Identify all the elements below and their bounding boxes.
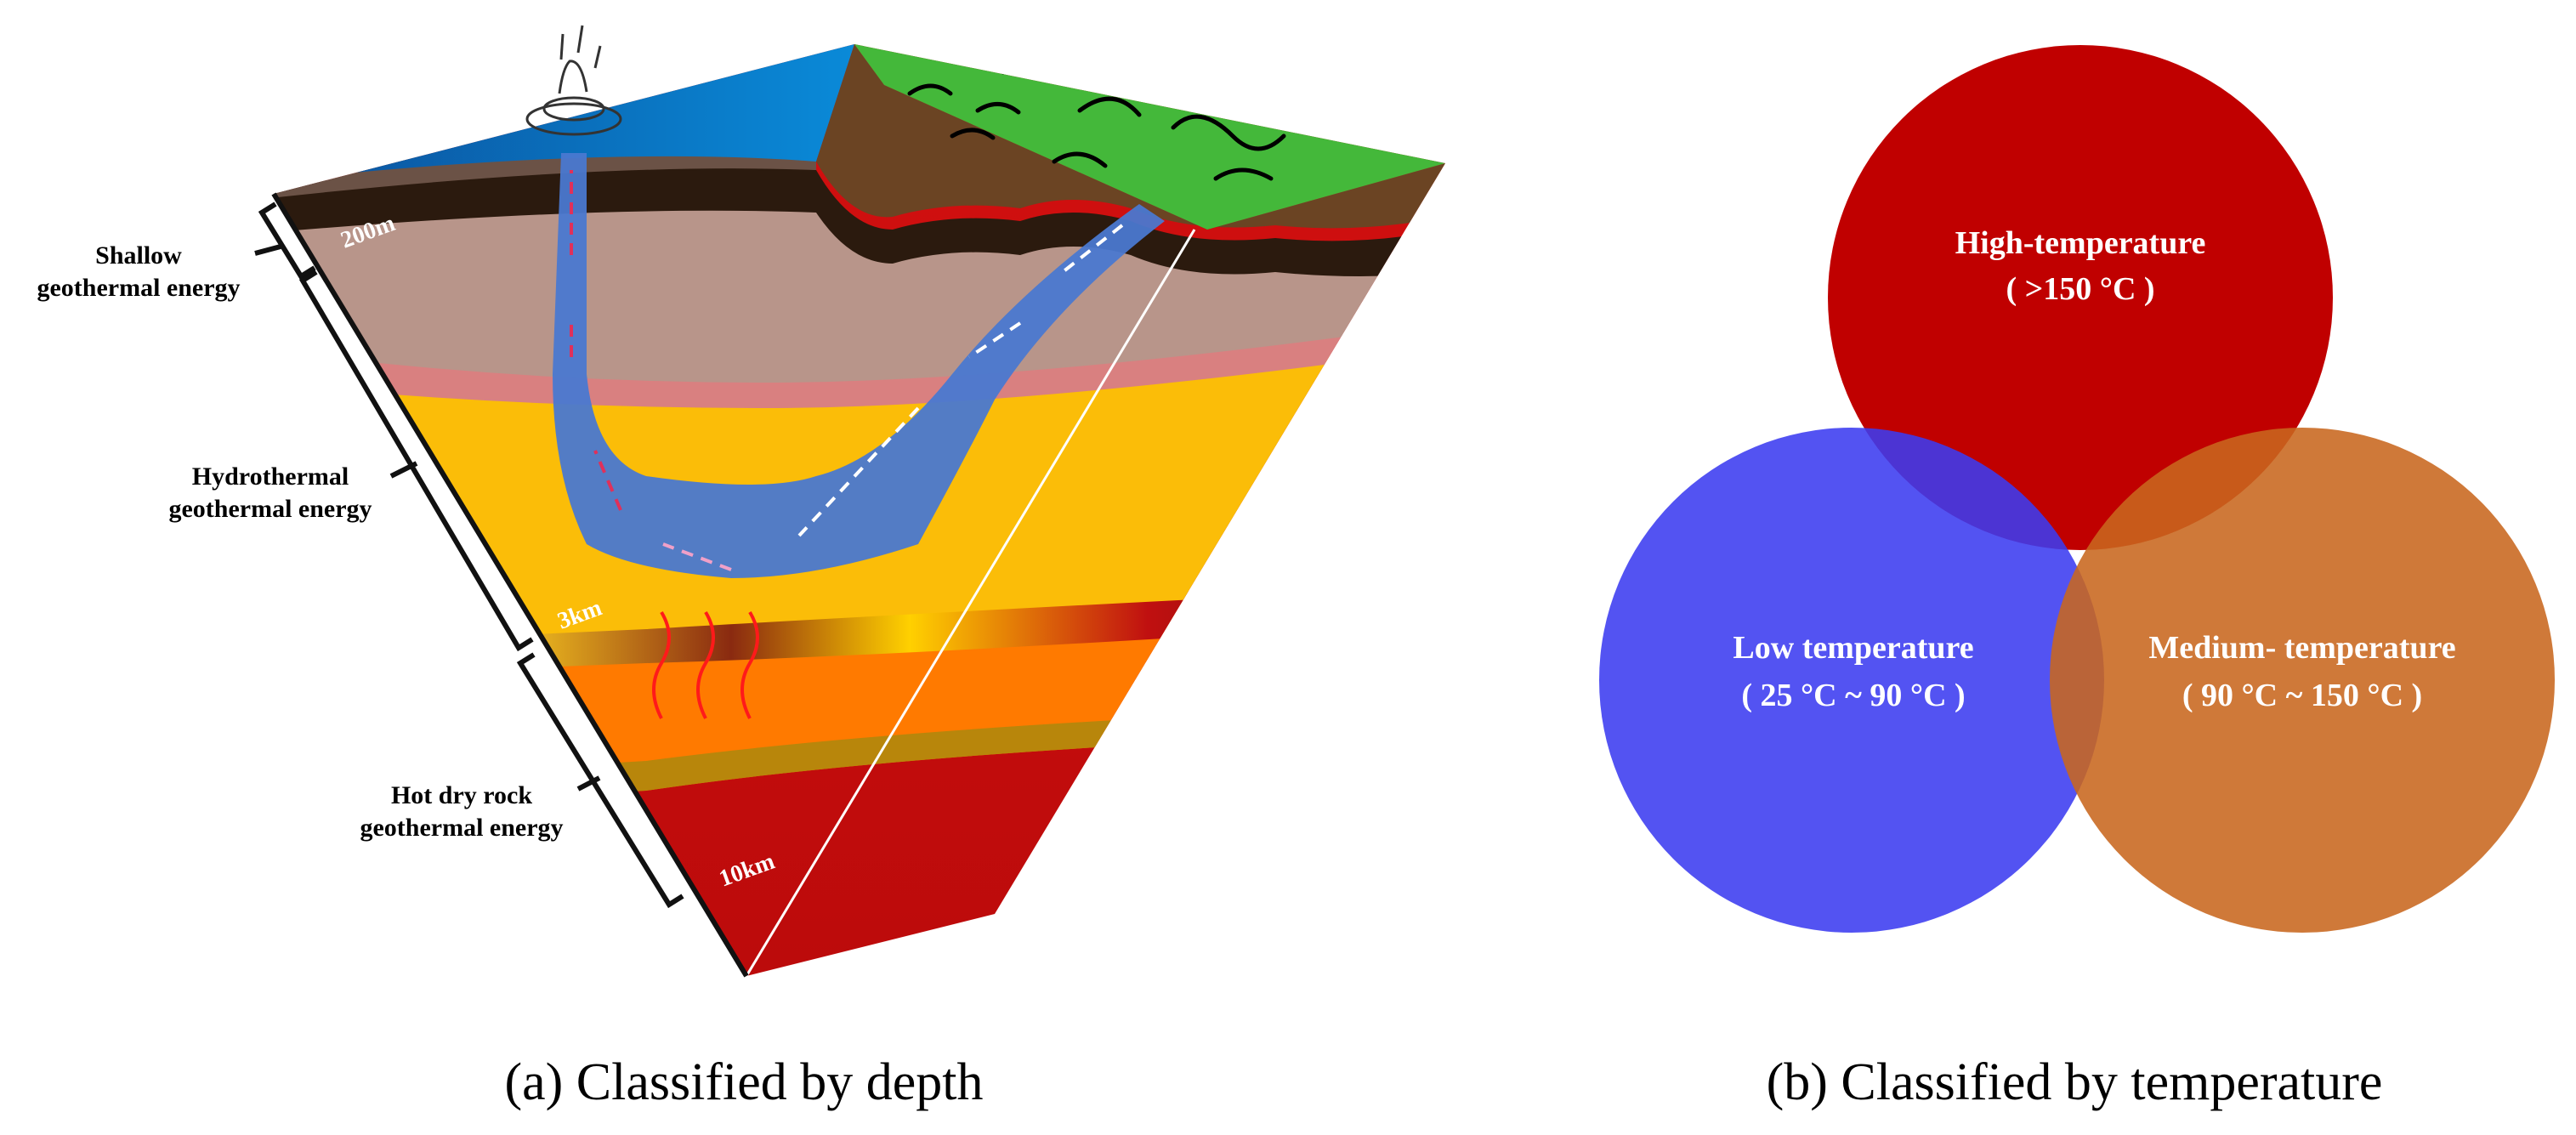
low-temp-range: ( 25 °C ~ 90 °C ) [1741,678,1965,713]
zone-label-hotdry-line2: geothermal energy [360,814,563,842]
wedge-edge-left [271,192,749,978]
depth-bracket [254,201,684,909]
low-temp-title: Low temperature [1733,630,1973,666]
grass-surface [854,44,1445,230]
shallow-rock-layer [274,201,1445,383]
zone-label-hydro-line2: geothermal energy [168,495,372,523]
cliff [816,44,1445,230]
medium-temp-title: Medium- temperature [2148,630,2455,666]
high-temp-title: High-temperature [1955,225,2206,261]
flow-arrows [570,170,1124,571]
zone-label-hotdry-line1: Hot dry rock [391,781,532,809]
caption-a: (a) Classified by depth [504,1053,983,1111]
zone-label-hydro-line1: Hydrothermal [192,463,349,491]
circle-low-temperature [1599,428,2104,933]
medium-temp-range: ( 90 °C ~ 150 °C ) [2182,678,2422,713]
zone-label-shallow-line1: Shallow [95,241,182,270]
water-channel [553,153,1165,578]
circle-medium-temperature [2050,428,2555,933]
heat-arrows [652,610,759,719]
caption-b: (b) Classified by temperature [1767,1053,2383,1111]
soil-layer [274,164,1445,276]
geyser-icon [525,25,622,136]
temperature-venn-diagram: High-temperature ( >150 °C ) Low tempera… [1599,45,2555,1111]
zone-label-shallow-line2: geothermal energy [37,274,240,302]
high-temp-range: ( >150 °C ) [2006,271,2154,307]
pink-band [274,315,1445,408]
circle-high-temperature [1828,45,2333,550]
reference-line [745,229,1196,976]
